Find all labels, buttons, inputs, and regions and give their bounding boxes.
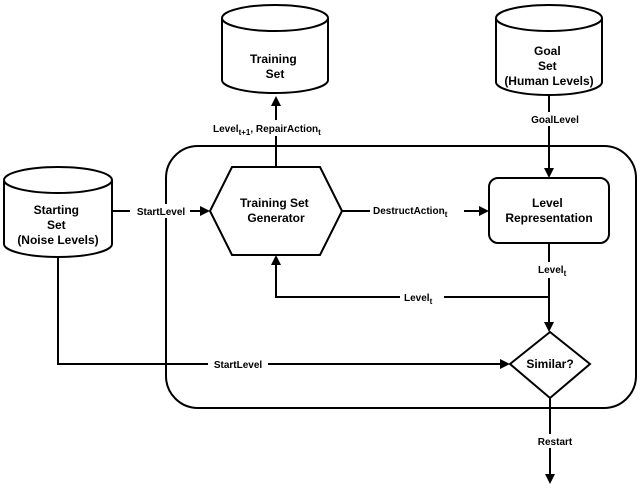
edge-label-goallevel: GoalLevel xyxy=(531,115,579,126)
generator-label-line1: Training Set xyxy=(240,196,309,210)
edge-label-startlevel-bottom: StartLevel xyxy=(214,360,263,371)
starting-set-database: Starting Set (Noise Levels) xyxy=(3,166,113,258)
goal-set-label-line2: Set xyxy=(538,59,557,73)
edge-label-startlevel-top: StartLevel xyxy=(137,207,186,218)
training-set-generator: Training Set Generator xyxy=(208,166,344,256)
edge-level-back-to-generator xyxy=(271,255,549,298)
edge-label-restart: Restart xyxy=(538,437,573,448)
training-set-label-line1: Training xyxy=(250,52,297,66)
training-set-label-line2: Set xyxy=(266,67,285,81)
svg-text:Starting Set (Nois: Starting Set (Noise Levels) xyxy=(17,203,98,247)
edge-label-level-repair: Levelt+1, RepairActiont xyxy=(213,124,321,137)
similar-label: Similar? xyxy=(526,357,573,371)
level-representation-box: Level Representation xyxy=(488,177,610,244)
goal-set-label-line3: (Human Levels) xyxy=(504,74,593,88)
starting-set-label-line2: Set xyxy=(47,218,66,232)
svg-text:Training Set: Training Set xyxy=(250,52,300,81)
starting-set-label-line1: Starting xyxy=(34,203,79,217)
svg-text:Training Set Generator: Training Set Generator xyxy=(240,196,312,225)
goal-set-database: Goal Set (Human Levels) xyxy=(495,4,603,96)
edge-label-level-back: Levelt xyxy=(404,293,433,306)
edge-label-destructaction: DestructActiont xyxy=(373,206,448,219)
generator-label-line2: Generator xyxy=(247,211,305,225)
goal-set-label-line1: Goal xyxy=(534,44,561,58)
level-representation-label-line1: Level xyxy=(532,196,563,210)
edge-start-to-similar xyxy=(57,257,510,369)
training-set-database: Training Set xyxy=(221,4,329,94)
svg-text:Goal Set (Human Le: Goal Set (Human Levels) xyxy=(504,44,593,88)
level-representation-label-line2: Representation xyxy=(505,211,592,225)
svg-text:Level Representation: Level Representation xyxy=(505,196,592,225)
edge-label-level-out: Levelt xyxy=(538,265,567,278)
similar-decision: Similar? xyxy=(508,330,592,400)
process-container xyxy=(165,145,637,409)
starting-set-label-line3: (Noise Levels) xyxy=(17,233,98,247)
